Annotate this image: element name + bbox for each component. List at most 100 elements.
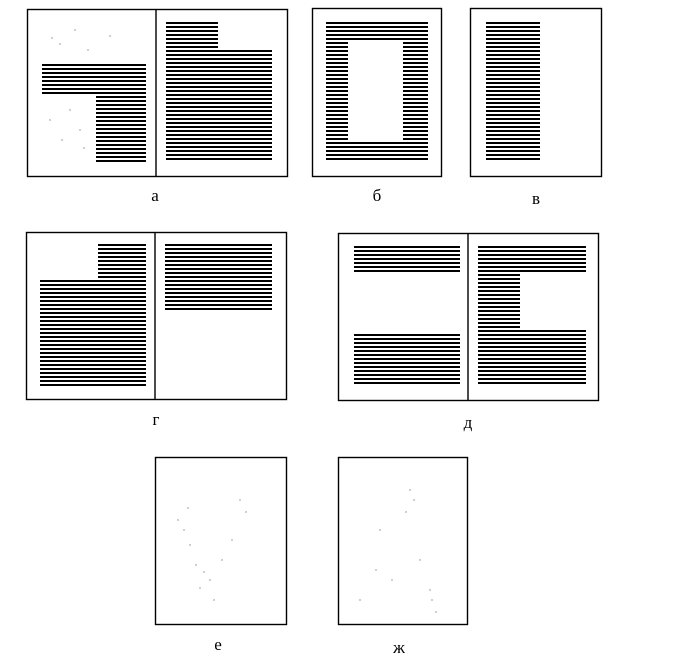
- text-line: [165, 264, 272, 266]
- text-line: [96, 120, 146, 122]
- text-line: [98, 252, 146, 254]
- text-line: [166, 102, 272, 104]
- text-line: [354, 366, 460, 368]
- text-line: [166, 50, 272, 52]
- speck-dot: [183, 529, 185, 531]
- text-line: [165, 300, 272, 302]
- text-line: [354, 262, 460, 264]
- speck-dot: [231, 539, 233, 541]
- page-zh: [337, 456, 469, 626]
- text-line: [486, 70, 540, 72]
- text-line: [40, 368, 146, 370]
- text-line: [326, 122, 348, 124]
- text-line: [478, 282, 520, 284]
- speck-dot: [245, 511, 247, 513]
- text-line: [40, 340, 146, 342]
- text-line: [166, 74, 272, 76]
- text-line: [478, 370, 586, 372]
- text-line: [486, 130, 540, 132]
- text-line: [96, 100, 146, 102]
- text-line: [326, 26, 428, 28]
- text-line: [478, 298, 520, 300]
- text-line: [42, 88, 146, 90]
- text-line: [166, 30, 218, 32]
- text-line: [486, 134, 540, 136]
- text-line: [326, 74, 348, 76]
- text-line: [40, 360, 146, 362]
- text-line: [96, 104, 146, 106]
- page-frame: [311, 7, 443, 178]
- text-line: [98, 248, 146, 250]
- text-line: [98, 256, 146, 258]
- text-line: [478, 374, 586, 376]
- text-line: [354, 358, 460, 360]
- text-line: [478, 262, 586, 264]
- speck-dot: [49, 119, 51, 121]
- text-line: [486, 110, 540, 112]
- text-line: [478, 258, 586, 260]
- speck-dot: [405, 511, 407, 513]
- text-line: [326, 30, 428, 32]
- speck-dot: [391, 579, 393, 581]
- speck-dot: [213, 599, 215, 601]
- text-line: [326, 90, 348, 92]
- text-line: [486, 122, 540, 124]
- caption-v: в: [531, 189, 541, 208]
- text-line: [96, 144, 146, 146]
- text-line: [478, 294, 520, 296]
- text-line: [165, 268, 272, 270]
- text-line: [486, 150, 540, 152]
- text-line: [354, 334, 460, 336]
- text-line: [354, 250, 460, 252]
- text-line: [326, 50, 348, 52]
- text-line: [478, 338, 586, 340]
- spread-d: [337, 232, 600, 402]
- page-e: [154, 456, 288, 626]
- text-line: [166, 78, 272, 80]
- text-line: [166, 154, 272, 156]
- caption-e: е: [214, 635, 222, 654]
- text-line: [166, 130, 272, 132]
- text-line: [40, 320, 146, 322]
- speck-dot: [195, 564, 197, 566]
- text-line: [165, 276, 272, 278]
- text-line: [40, 288, 146, 290]
- text-line: [478, 346, 586, 348]
- text-line: [486, 90, 540, 92]
- page-frame: [154, 456, 288, 626]
- caption-zh: ж: [393, 638, 405, 657]
- speck-dot: [221, 559, 223, 561]
- text-line: [166, 106, 272, 108]
- text-line: [96, 132, 146, 134]
- text-line: [165, 248, 272, 250]
- text-line: [326, 150, 428, 152]
- text-line: [166, 90, 272, 92]
- text-line: [486, 146, 540, 148]
- text-line: [40, 376, 146, 378]
- text-line: [40, 284, 146, 286]
- text-line: [165, 304, 272, 306]
- speck-dot: [177, 519, 179, 521]
- text-line: [326, 106, 348, 108]
- text-line: [42, 76, 146, 78]
- text-line: [326, 42, 348, 44]
- text-line: [40, 380, 146, 382]
- text-line: [40, 316, 146, 318]
- text-line: [326, 78, 348, 80]
- text-line: [354, 370, 460, 372]
- text-line: [403, 102, 428, 104]
- text-line: [486, 42, 540, 44]
- text-line: [478, 350, 586, 352]
- text-line: [486, 66, 540, 68]
- text-line: [486, 58, 540, 60]
- text-line: [166, 126, 272, 128]
- text-line: [486, 78, 540, 80]
- text-line: [326, 82, 348, 84]
- text-line: [486, 106, 540, 108]
- text-line: [96, 136, 146, 138]
- text-line: [166, 46, 218, 48]
- text-line: [478, 366, 586, 368]
- text-line: [166, 158, 272, 160]
- page-frame: [469, 7, 603, 178]
- text-line: [486, 102, 540, 104]
